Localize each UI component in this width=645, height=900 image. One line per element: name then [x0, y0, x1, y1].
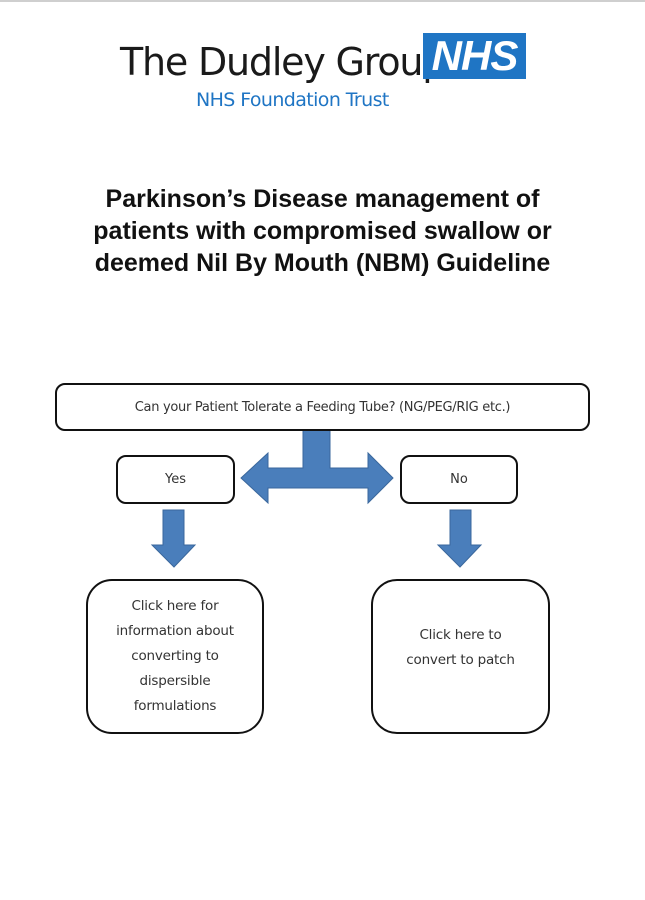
top-border	[0, 0, 645, 2]
title-line: Parkinson’s Disease management of	[105, 185, 540, 213]
link-text-line: Click here for	[131, 598, 219, 614]
nhs-logo-badge: NHS	[423, 33, 526, 79]
down-arrow-icon	[436, 509, 483, 568]
title-line: patients with compromised swallow or	[93, 217, 552, 245]
convert-to-patch-link[interactable]: Click here to convert to patch	[371, 579, 550, 734]
question-box: Can your Patient Tolerate a Feeding Tube…	[55, 383, 590, 431]
link-text-line: convert to patch	[406, 652, 515, 668]
link-text-line: information about	[116, 623, 234, 639]
link-text-line: converting to	[131, 648, 219, 664]
org-subtitle: NHS Foundation Trust	[196, 89, 389, 111]
link-text-line: dispersible	[139, 673, 211, 689]
link-text-line: Click here to	[419, 627, 502, 643]
link-text-line: formulations	[133, 698, 217, 714]
org-name: The Dudley Group	[120, 40, 446, 84]
no-label: No	[450, 472, 468, 487]
no-box: No	[400, 455, 518, 504]
page-title: Parkinson’s Disease management of patien…	[40, 183, 605, 279]
yes-label: Yes	[165, 472, 186, 487]
question-text: Can your Patient Tolerate a Feeding Tube…	[134, 399, 511, 415]
dispersible-formulations-link[interactable]: Click here for information about convert…	[86, 579, 264, 734]
double-headed-arrow-icon	[240, 429, 394, 505]
down-arrow-icon	[150, 509, 197, 568]
title-line: deemed Nil By Mouth (NBM) Guideline	[94, 249, 551, 277]
yes-box: Yes	[116, 455, 235, 504]
